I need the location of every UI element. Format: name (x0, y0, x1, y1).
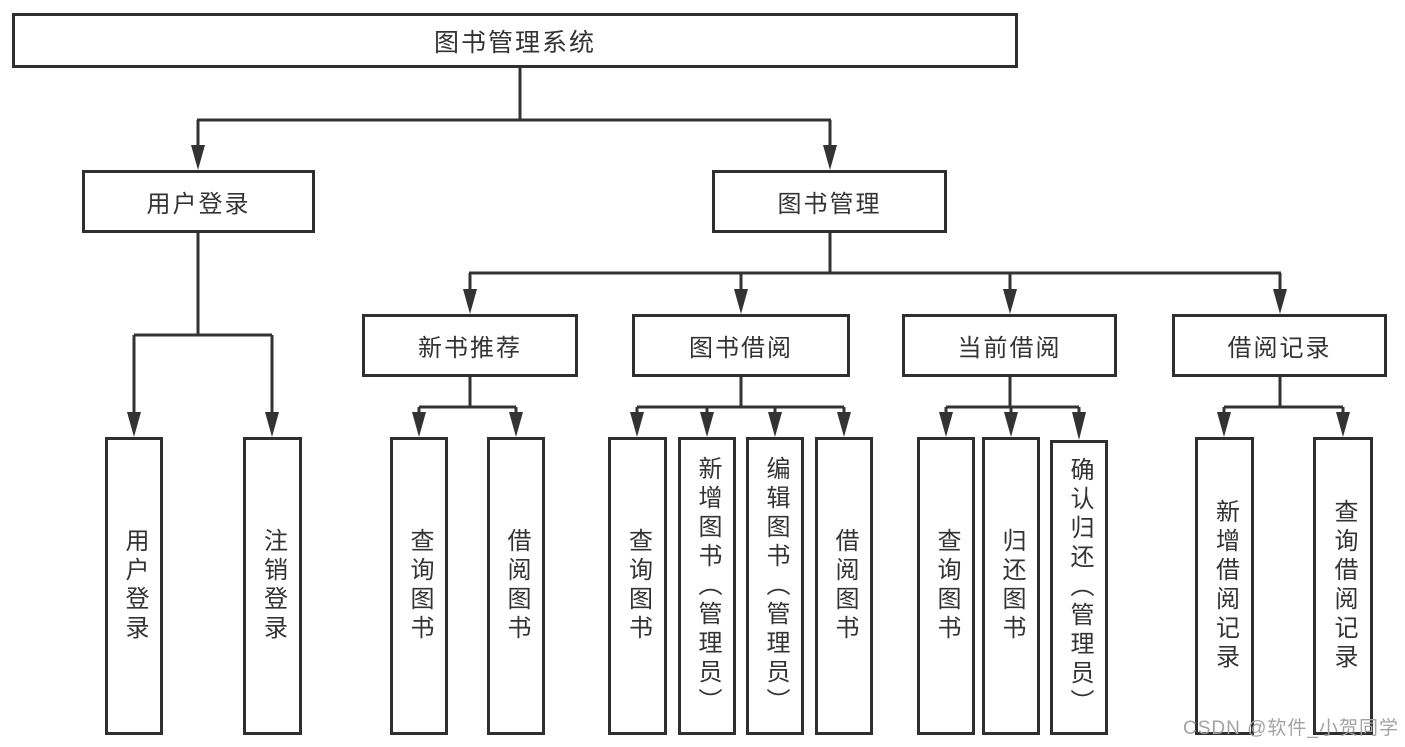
node-user-login: 用户登录 (82, 170, 315, 233)
connector-current-borrow-to-leaves (939, 377, 1086, 440)
leaf-search-book-recommend: 查询图书 (390, 437, 448, 735)
node-book-borrow-label: 图书借阅 (689, 335, 793, 362)
leaf-add-borrow-record: 新增借阅记录 (1195, 437, 1254, 735)
connector-user-login-to-leaves (127, 233, 279, 437)
leaf-confirm-return-admin: 确认归还（管理员） (1050, 440, 1108, 735)
node-borrow-records-label: 借阅记录 (1227, 335, 1332, 362)
leaf-add-book-admin-label: 新增图书（管理员） (694, 455, 721, 717)
arrowhead-icon (265, 412, 279, 437)
node-current-borrow-label: 当前借阅 (957, 335, 1062, 362)
arrowhead-icon (768, 412, 782, 437)
leaf-search-borrow-record: 查询借阅记录 (1313, 437, 1373, 735)
arrowhead-icon (509, 412, 523, 437)
node-book-management: 图书管理 (712, 170, 947, 233)
leaf-search-book-current-label: 查询图书 (933, 528, 960, 644)
node-borrow-records: 借阅记录 (1172, 314, 1387, 377)
leaf-search-book-borrow-label: 查询图书 (624, 528, 652, 644)
arrowhead-icon (1273, 289, 1287, 314)
leaf-borrow-book: 借阅图书 (815, 437, 873, 735)
node-new-book-recommend: 新书推荐 (362, 314, 578, 377)
leaf-search-borrow-record-label: 查询借阅记录 (1330, 499, 1357, 673)
leaf-borrow-book-label: 借阅图书 (831, 528, 858, 644)
leaf-search-book-current: 查询图书 (917, 437, 975, 735)
connector-book-borrow-to-leaves (630, 377, 851, 437)
connector-new-book-to-leaves (412, 377, 523, 437)
leaf-logout-login-label: 注销登录 (259, 528, 287, 644)
leaf-search-book-recommend-label: 查询图书 (406, 528, 433, 644)
leaf-add-borrow-record-label: 新增借阅记录 (1211, 499, 1239, 673)
leaf-return-book-label: 归还图书 (998, 528, 1025, 644)
leaf-edit-book-admin-label: 编辑图书（管理员） (762, 455, 789, 717)
leaf-return-book: 归还图书 (982, 437, 1040, 735)
node-book-borrow: 图书借阅 (632, 314, 850, 377)
node-root-system: 图书管理系统 (12, 13, 1018, 68)
arrowhead-icon (630, 412, 644, 437)
leaf-edit-book-admin: 编辑图书（管理员） (746, 437, 804, 735)
leaf-user-login-label: 用户登录 (121, 528, 148, 644)
arrowhead-icon (1217, 412, 1231, 437)
leaf-add-book-admin: 新增图书（管理员） (678, 437, 736, 735)
node-book-management-label: 图书管理 (777, 191, 882, 218)
node-user-login-label: 用户登录 (146, 191, 251, 218)
arrowhead-icon (412, 412, 426, 437)
node-root-label: 图书管理系统 (433, 28, 596, 57)
arrowhead-icon (1003, 289, 1017, 314)
arrowhead-icon (837, 412, 851, 437)
csdn-watermark: CSDN @软件_小贺同学 (1183, 718, 1399, 739)
connector-book-mgmt-to-level3 (463, 233, 1287, 314)
arrowhead-icon (939, 412, 953, 437)
arrowhead-icon (1336, 412, 1350, 437)
leaf-logout-login: 注销登录 (243, 437, 302, 735)
leaf-borrow-book-recommend: 借阅图书 (487, 437, 545, 735)
node-new-book-recommend-label: 新书推荐 (418, 335, 522, 362)
leaf-user-login: 用户登录 (105, 437, 163, 735)
arrowhead-icon (1072, 412, 1086, 440)
connector-borrow-records-to-leaves (1217, 377, 1350, 437)
arrowhead-icon (823, 145, 837, 170)
leaf-search-book-borrow: 查询图书 (608, 437, 667, 735)
arrowhead-icon (734, 289, 748, 314)
leaf-borrow-book-recommend-label: 借阅图书 (503, 528, 530, 644)
leaf-confirm-return-admin-label: 确认归还（管理员） (1066, 457, 1093, 718)
arrowhead-icon (463, 289, 477, 314)
arrowhead-icon (700, 412, 714, 437)
arrowhead-icon (127, 412, 141, 437)
node-current-borrow: 当前借阅 (902, 314, 1117, 377)
arrowhead-icon (191, 145, 205, 170)
connector-root-to-level2 (191, 68, 837, 170)
arrowhead-icon (1004, 412, 1018, 437)
